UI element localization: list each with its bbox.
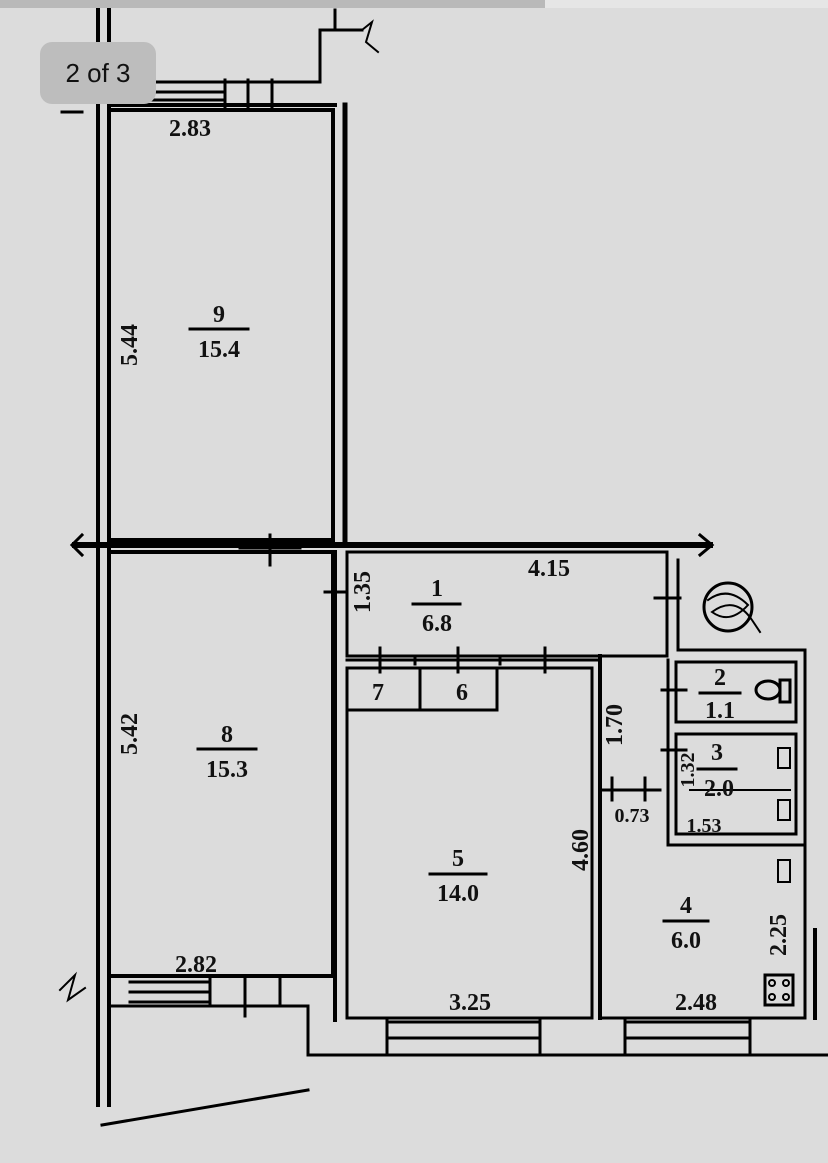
room-6-number: 6 <box>456 680 468 706</box>
break-mark-bottom <box>58 971 87 1003</box>
sink-icon <box>777 747 791 769</box>
stove-burner-1 <box>768 979 776 987</box>
dim-room5-width: 3.25 <box>449 990 491 1016</box>
room-9-outline <box>107 108 335 542</box>
room-1-area: 6.8 <box>422 611 452 637</box>
top-status-bar-accent <box>545 0 828 8</box>
balcony-bottom-slope <box>100 1088 310 1127</box>
balcony-bottom-outline <box>107 1004 828 1057</box>
image-pager-badge[interactable]: 2 of 3 <box>40 42 156 104</box>
dim-hall-height: 1.35 <box>350 571 376 613</box>
room-4-number: 4 <box>680 893 692 919</box>
room-9-number: 9 <box>213 302 225 328</box>
closets-outline <box>345 666 499 712</box>
scribble-stroke <box>706 592 762 634</box>
dim-bath-height: 1.32 <box>677 753 699 788</box>
stove-burner-3 <box>768 993 776 1001</box>
room-3-outline <box>674 732 798 836</box>
room-8-number: 8 <box>221 722 233 748</box>
toilet-tank-icon <box>778 678 792 704</box>
dim-height-9: 5.44 <box>117 324 143 366</box>
dim-hall-width: 4.15 <box>528 556 570 582</box>
room-3-area: 2.0 <box>704 776 734 802</box>
kitchen-outline <box>598 658 807 1020</box>
room-7-number: 7 <box>372 680 384 706</box>
service-block-outline <box>676 648 807 847</box>
room-8-area: 15.3 <box>206 757 248 783</box>
break-mark-top <box>360 19 380 54</box>
room-2-area: 1.1 <box>705 698 735 724</box>
dim-room5-height: 4.60 <box>568 829 594 871</box>
dim-top-width-9: 2.83 <box>169 116 211 142</box>
arrow-mid-right <box>697 532 715 558</box>
room-5-outline <box>345 666 594 1020</box>
top-status-bar <box>0 0 828 8</box>
dim-bottom-width-8: 2.82 <box>175 952 217 978</box>
dim-kitchen-height: 2.25 <box>766 914 792 956</box>
toilet-icon <box>754 679 782 701</box>
scribble-icon <box>702 581 754 633</box>
dim-corridor-width: 0.73 <box>615 805 650 827</box>
kitchen-sink-icon <box>777 859 791 883</box>
dim-closet-height: 1.70 <box>602 704 628 746</box>
dim-kitchen-width: 2.48 <box>675 990 717 1016</box>
balcony-top-outline <box>138 28 364 84</box>
stove-burner-4 <box>782 993 790 1001</box>
room-2-number: 2 <box>714 665 726 691</box>
dim-height-8: 5.42 <box>117 713 143 755</box>
hall-1-outline <box>345 550 669 658</box>
room-3-number: 3 <box>711 740 723 766</box>
room-9-area: 15.4 <box>198 337 240 363</box>
stove-burner-2 <box>782 979 790 987</box>
room-4-area: 6.0 <box>671 928 701 954</box>
bath-tap-icon <box>777 799 791 821</box>
dim-bath-width: 1.53 <box>687 815 722 837</box>
room-5-number: 5 <box>452 846 464 872</box>
stove-icon <box>763 973 795 1007</box>
arrow-mid-left <box>69 532 85 558</box>
room-2-outline <box>674 660 798 724</box>
room-5-area: 14.0 <box>437 881 479 907</box>
room-1-number: 1 <box>431 576 443 602</box>
